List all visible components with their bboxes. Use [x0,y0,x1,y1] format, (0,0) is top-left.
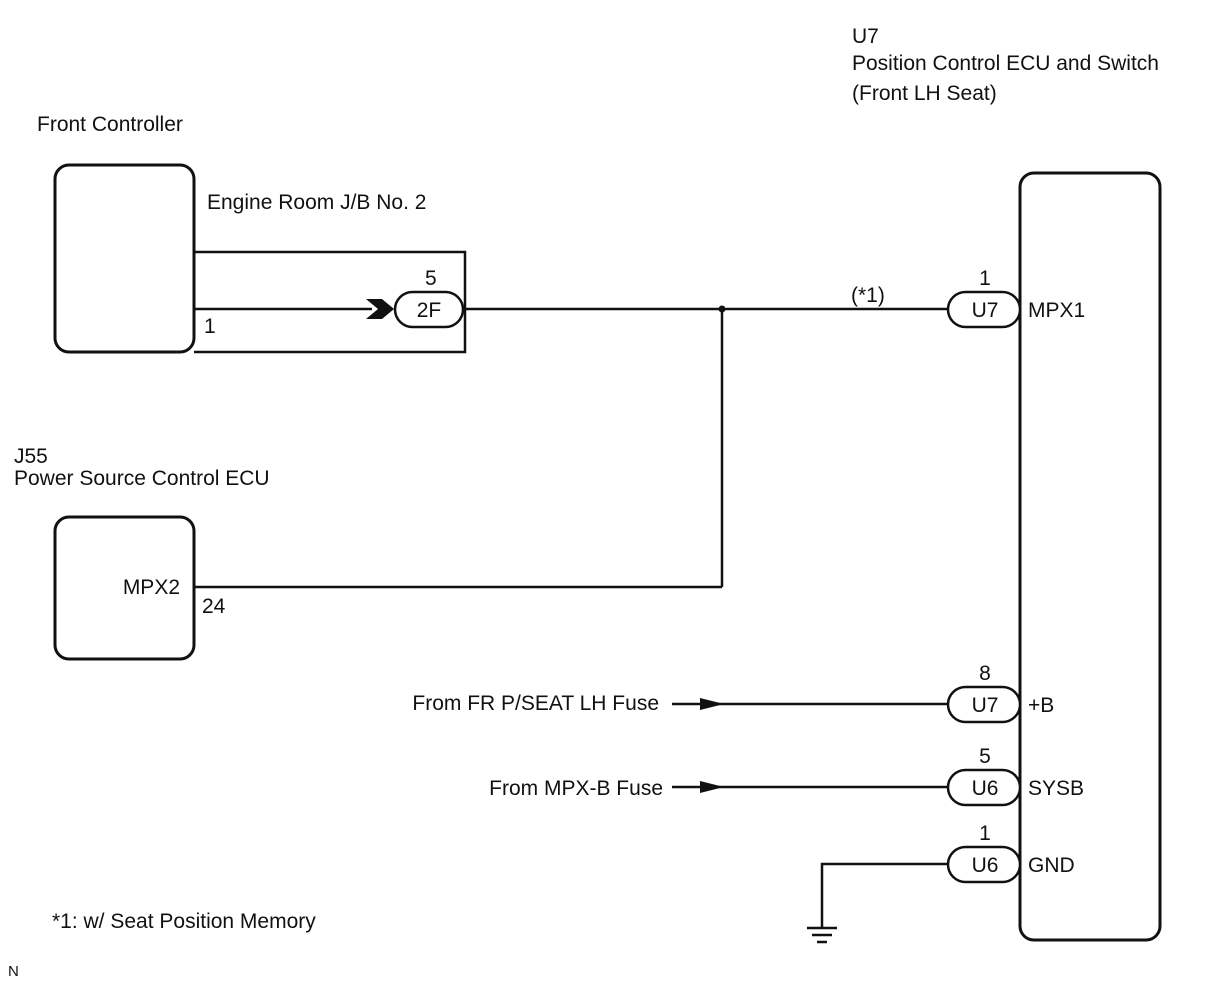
note-ref: (*1) [851,284,885,307]
ground-icon [807,926,837,944]
connector-code: U7 [972,694,999,717]
fuse-source-label: From FR P/SEAT LH Fuse [412,692,659,715]
connector-code: U6 [972,777,999,800]
terminal-label: MPX1 [1028,299,1085,322]
junction-block-outline [194,250,467,354]
connector-pin: 8 [979,662,991,685]
connector-u7-mpx1 [946,290,1022,329]
front-controller-label: Front Controller [37,113,183,136]
u7-sub-label: (Front LH Seat) [852,82,997,105]
j55-code-label: J55 [14,445,48,468]
connector-code: U6 [972,854,999,877]
j55-pin: 24 [202,595,226,618]
connector-chevron-icon [366,299,394,319]
u7-ecu-box [1018,171,1162,942]
footnote: *1: w/ Seat Position Memory [52,910,316,933]
j55-name-label: Power Source Control ECU [14,467,270,490]
connector-u6-sysb [946,768,1022,807]
connector-pin: 1 [979,822,991,845]
connector-pin: 5 [979,745,991,768]
jb-connector-pin: 5 [425,267,437,290]
terminal-label: GND [1028,854,1075,877]
front-controller-pin: 1 [204,315,216,338]
arrow-right-icon [700,698,724,710]
fuse-source-label: From MPX-B Fuse [489,777,663,800]
junction-block-label: Engine Room J/B No. 2 [207,191,426,214]
terminal-label: +B [1028,694,1054,717]
jb-connector-code: 2F [417,299,442,322]
wire-ground [820,862,948,928]
connector-code: U7 [972,299,999,322]
arrow-right-icon [700,781,724,793]
connector-pin: 1 [979,267,991,290]
front-controller-box [53,163,196,354]
u7-code-label: U7 [852,25,879,48]
j55-terminal-label: MPX2 [123,576,180,599]
corner-mark: N [8,963,19,980]
u7-name-label: Position Control ECU and Switch [852,52,1159,75]
terminal-label: SYSB [1028,777,1084,800]
connector-u7-b [946,685,1022,724]
